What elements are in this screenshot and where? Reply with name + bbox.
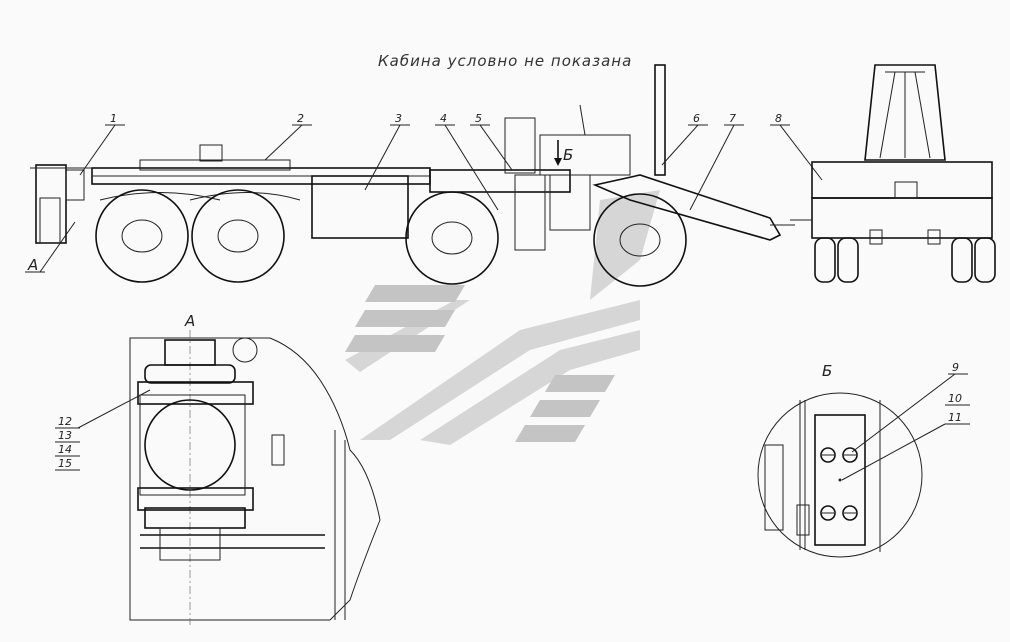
callout-7: 7 xyxy=(729,112,736,125)
detail-view-a xyxy=(129,330,381,625)
detail-view-b xyxy=(757,392,923,558)
callout-11: 11 xyxy=(948,411,962,424)
view-a-marker: А xyxy=(27,256,38,274)
callout-2: 2 xyxy=(297,112,304,125)
view-b-title: Б xyxy=(822,362,832,380)
callout-12: 12 xyxy=(58,415,72,428)
chassis-side-view: Б А xyxy=(25,64,795,287)
callout-9: 9 xyxy=(952,361,959,374)
callout-6: 6 xyxy=(693,112,700,125)
watermark-logo xyxy=(345,190,660,445)
chassis-rear-view xyxy=(790,64,996,283)
wheel xyxy=(191,189,285,283)
callout-5: 5 xyxy=(475,112,482,125)
wheel xyxy=(593,193,687,287)
callouts-side xyxy=(79,124,823,211)
drawing-caption: Кабина условно не показана xyxy=(378,52,632,70)
callout-15: 15 xyxy=(58,457,72,470)
wheel xyxy=(95,189,189,283)
callout-13: 13 xyxy=(58,429,72,442)
callout-4: 4 xyxy=(440,112,447,125)
callout-3: 3 xyxy=(395,112,402,125)
callout-1: 1 xyxy=(110,112,117,125)
callout-8: 8 xyxy=(775,112,782,125)
wheel xyxy=(405,191,499,285)
view-a-title: А xyxy=(184,312,195,330)
view-b-marker: Б xyxy=(563,146,573,164)
callouts-view-a xyxy=(55,389,151,471)
callout-10: 10 xyxy=(948,392,962,405)
callout-14: 14 xyxy=(58,443,72,456)
callouts-view-b xyxy=(841,373,970,481)
